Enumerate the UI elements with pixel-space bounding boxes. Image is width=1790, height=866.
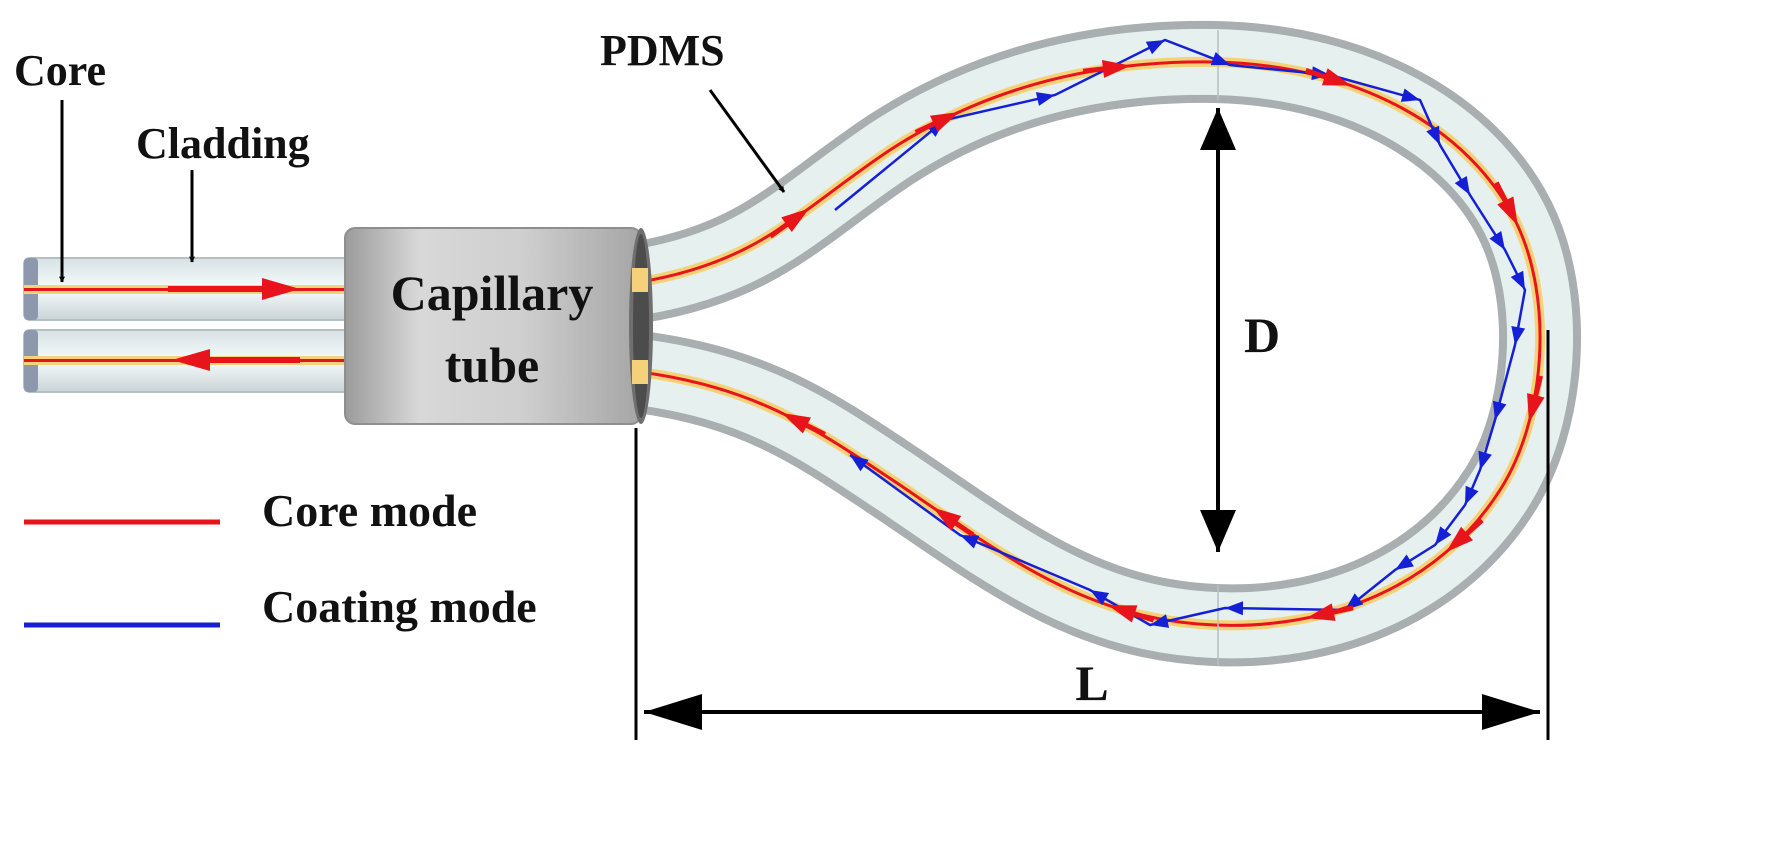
diameter-label: D — [1244, 307, 1280, 363]
core-mode-arrowhead — [1321, 68, 1352, 86]
coating-mode-arrowhead — [1511, 326, 1526, 345]
coating-mode-arrowhead — [1510, 270, 1525, 290]
core-mode-arrowhead — [1108, 605, 1138, 623]
length-label: L — [1075, 655, 1108, 711]
core-mode-arrowhead — [781, 413, 811, 434]
coating-mode-arrowhead — [1435, 526, 1452, 545]
coating-mode-arrowhead — [1395, 554, 1414, 570]
coating-mode-arrowhead — [1400, 88, 1420, 102]
core-mode-arrowhead — [1446, 526, 1474, 553]
coating-mode-arrowhead — [960, 535, 980, 549]
coating-mode-arrowhead — [1150, 614, 1170, 628]
coating-mode-arrowhead — [1454, 175, 1470, 195]
coating-mode-arrowhead — [1492, 400, 1507, 420]
coating-mode-arrowhead — [1489, 231, 1505, 250]
core-mode-arrow-in — [168, 278, 300, 300]
core-mode-arrowhead — [1497, 196, 1518, 226]
capillary-tube — [344, 227, 653, 425]
core-mode-arrowhead — [1306, 603, 1336, 621]
core-mode-arrowhead — [933, 507, 962, 531]
coating-mode-arrowhead — [1465, 485, 1479, 505]
coating-mode-rays — [834, 38, 1527, 628]
coating-mode-arrowhead — [1225, 601, 1244, 616]
coating-mode-arrowhead — [1035, 92, 1055, 106]
coating-mode-arrowhead — [1090, 590, 1110, 606]
core-mode-loop-arrows — [768, 59, 1545, 623]
capillary-label-line1: Capillary — [391, 265, 594, 321]
core-mode-arrowhead — [929, 111, 960, 133]
core-mode-arrowhead — [1101, 59, 1131, 78]
cladding-label: Cladding — [136, 119, 310, 168]
pdms-fiber-loop — [632, 20, 1582, 667]
coating-mode-arrowhead — [1478, 450, 1492, 470]
coating-mode-arrowhead — [1426, 125, 1440, 145]
pdms-pointer — [708, 89, 786, 193]
core-mode-arrowhead — [781, 208, 810, 232]
length-dimension — [634, 330, 1550, 740]
coating-mode-arrowhead — [1345, 593, 1364, 610]
coating-mode-arrowhead — [1210, 52, 1230, 66]
diameter-dimension — [1200, 108, 1236, 552]
core-label: Core — [14, 46, 106, 95]
coating-mode-arrowhead — [1145, 40, 1165, 55]
pdms-label: PDMS — [600, 26, 725, 75]
core-mode-arrow-out — [172, 349, 300, 371]
core-mode-arrowhead — [1527, 393, 1545, 423]
capillary-label-line2: tube — [445, 337, 539, 393]
legend-core-mode-label: Core mode — [262, 485, 477, 536]
legend-coating-mode-label: Coating mode — [262, 581, 537, 632]
coating-mode-arrowhead — [850, 455, 869, 472]
